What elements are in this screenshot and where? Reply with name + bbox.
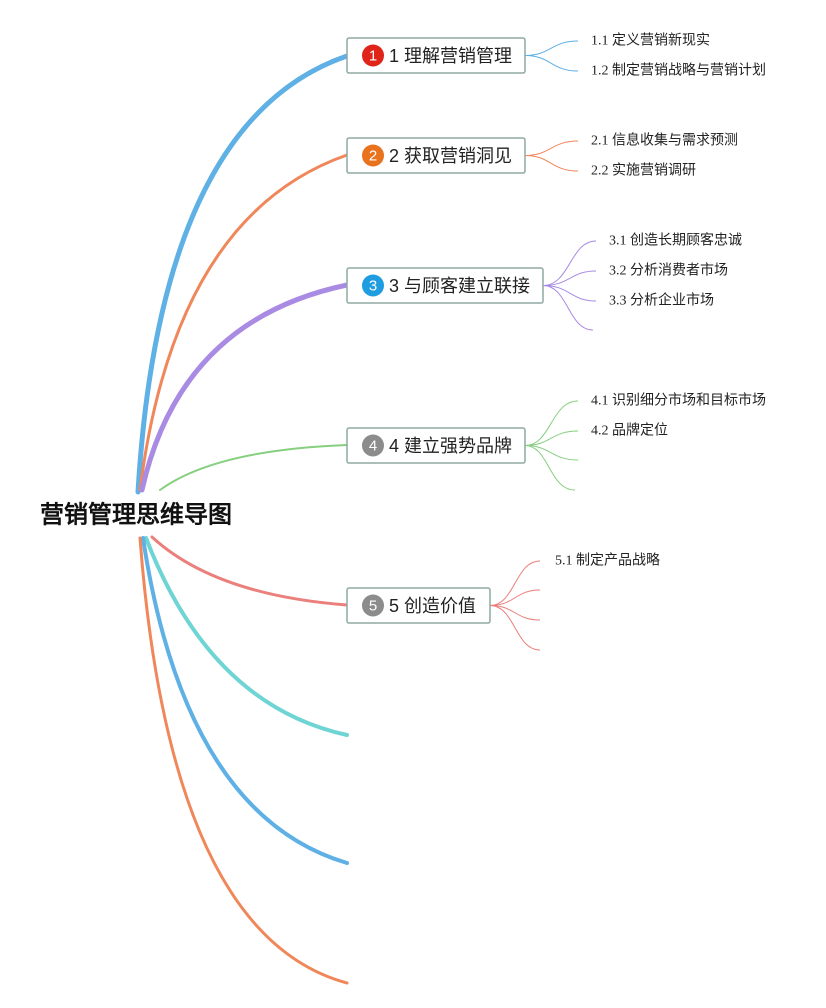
- subtopic-label: 4.1 识别细分市场和目标市场: [591, 392, 766, 409]
- branch-line-unlabeled-3: [138, 536, 349, 985]
- topic-label: 4 建立强势品牌: [389, 436, 512, 456]
- subtopic-label: 3.1 创造长期顾客忠诚: [609, 232, 742, 249]
- subtopic-label: 3.3 分析企业市场: [609, 292, 714, 309]
- subtopic-connector: [524, 400, 579, 446]
- subtopic-connector: [524, 140, 579, 156]
- branch-line-1: [135, 53, 350, 495]
- topic-number-badge: [362, 594, 384, 617]
- subtopic-connector: [524, 430, 579, 446]
- topic-number-badge: [362, 434, 384, 457]
- topic-number: 5: [369, 598, 377, 615]
- topic-number-badge: [362, 44, 384, 67]
- subtopic-connector: [542, 285, 597, 302]
- subtopic-label: 2.1 信息收集与需求预测: [591, 132, 738, 149]
- subtopic-label: 5.1 制定产品战略: [555, 553, 660, 569]
- subtopic-label: 4.2 品牌定位: [591, 422, 668, 439]
- empty-subtopic-connector: [542, 285, 594, 331]
- topic-node-2: 2 2 获取营销洞见 2.1 信息收集与需求预测 2.2 实施营销调研: [346, 132, 738, 179]
- empty-subtopic-connector: [524, 445, 576, 491]
- empty-subtopic-connector: [524, 445, 579, 461]
- topic-box: [346, 37, 526, 74]
- topic-box: [346, 587, 491, 624]
- branch-line-unlabeled-2: [141, 536, 349, 865]
- topic-label: 5 创造价值: [389, 596, 476, 616]
- subtopic-connector: [524, 55, 579, 72]
- empty-subtopic-connector: [489, 605, 541, 621]
- topic-node-3: 3 3 与顾客建立联接 3.1 创造长期顾客忠诚 3.2 分析消费者市场 3.3…: [346, 232, 742, 331]
- topic-number: 4: [369, 438, 377, 455]
- branch-line-5: [150, 535, 349, 607]
- topic-number: 1: [369, 48, 377, 65]
- topic-node-4: 4 4 建立强势品牌 4.1 识别细分市场和目标市场 4.2 品牌定位: [346, 392, 766, 491]
- topic-number: 2: [369, 148, 377, 165]
- subtopic-connector: [489, 560, 541, 606]
- topic-node-1: 1 1 理解营销管理 1.1 定义营销新现实 1.2 制定营销战略与营销计划: [346, 33, 766, 79]
- subtopic-label: 1.2 制定营销战略与营销计划: [591, 63, 766, 79]
- topic-box: [346, 427, 526, 464]
- subtopic-label: 1.1 定义营销新现实: [591, 33, 710, 49]
- topic-label: 2 获取营销洞见: [389, 146, 512, 166]
- topic-number: 3: [369, 278, 377, 295]
- subtopic-label: 2.2 实施营销调研: [591, 163, 696, 179]
- topic-label: 3 与顾客建立联接: [389, 276, 530, 296]
- subtopic-connector: [542, 240, 597, 286]
- subtopic-label: 3.2 分析消费者市场: [609, 262, 728, 279]
- topic-box: [346, 137, 526, 174]
- empty-subtopic-connector: [489, 589, 541, 606]
- empty-subtopic-connector: [489, 605, 541, 651]
- topic-node-5: 5 5 创造价值 5.1 制定产品战略: [346, 553, 660, 651]
- branch-line-3: [139, 282, 350, 493]
- branch-line-unlabeled-1: [144, 536, 349, 737]
- topic-box: [346, 267, 544, 304]
- branch-line-4: [159, 444, 348, 491]
- topic-label: 1 理解营销管理: [389, 46, 512, 66]
- main-branches: [135, 53, 350, 985]
- subtopic-connector: [524, 40, 579, 56]
- topic-number-badge: [362, 144, 384, 167]
- central-topic: 营销管理思维导图: [40, 501, 232, 529]
- branch-line-2: [138, 153, 349, 492]
- subtopic-connector: [524, 155, 579, 172]
- subtopic-connector: [542, 270, 597, 286]
- topic-number-badge: [362, 274, 384, 297]
